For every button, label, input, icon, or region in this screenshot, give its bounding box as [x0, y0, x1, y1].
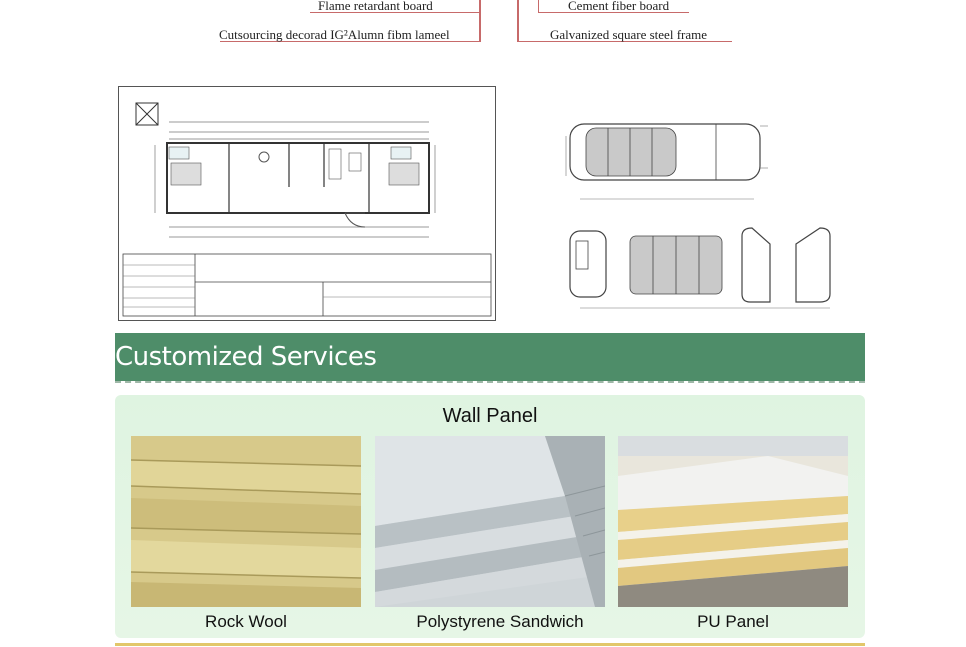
wall-panel-title: Wall Panel [442, 405, 538, 427]
panel-section-svg [565, 123, 831, 309]
label-galvanized: Galvanized square steel frame [550, 27, 708, 42]
section-header-bar: Customized Services [115, 333, 865, 381]
pu-panel-image [618, 436, 848, 607]
label-cement-fiber: Cement fiber board [568, 0, 670, 13]
wall-panel-box: Wall Panel Rock Wool [115, 395, 865, 638]
pu-panel-label: PU Panel [697, 612, 769, 631]
floor-plan-svg [122, 102, 492, 317]
polystyrene-label: Polystyrene Sandwich [416, 612, 584, 631]
polystyrene-svg [375, 436, 605, 607]
label-bracket-line [479, 0, 481, 42]
label-underline [220, 41, 480, 43]
rock-wool-svg [131, 436, 361, 607]
rock-wool-label: Rock Wool [205, 612, 287, 631]
label-bracket [310, 0, 481, 13]
accent-line [115, 643, 865, 646]
panel-section-drawing [540, 96, 850, 318]
rock-wool-image [131, 436, 361, 607]
label-bracket-line [517, 0, 519, 42]
section-title: Customized Services [115, 342, 377, 372]
label-outsourcing: Cutsourcing decorad IG²Alumn fibm lameel [219, 27, 450, 42]
label-flame-retardant: Flame retardant board [318, 0, 433, 13]
label-bracket [538, 0, 689, 13]
label-underline [517, 41, 732, 43]
material-label-strip: Flame retardant board Cement fiber board… [0, 0, 966, 62]
polystyrene-image [375, 436, 605, 607]
pu-panel-svg [618, 436, 848, 607]
section-divider [115, 381, 865, 383]
floor-plan-drawing [118, 86, 496, 321]
